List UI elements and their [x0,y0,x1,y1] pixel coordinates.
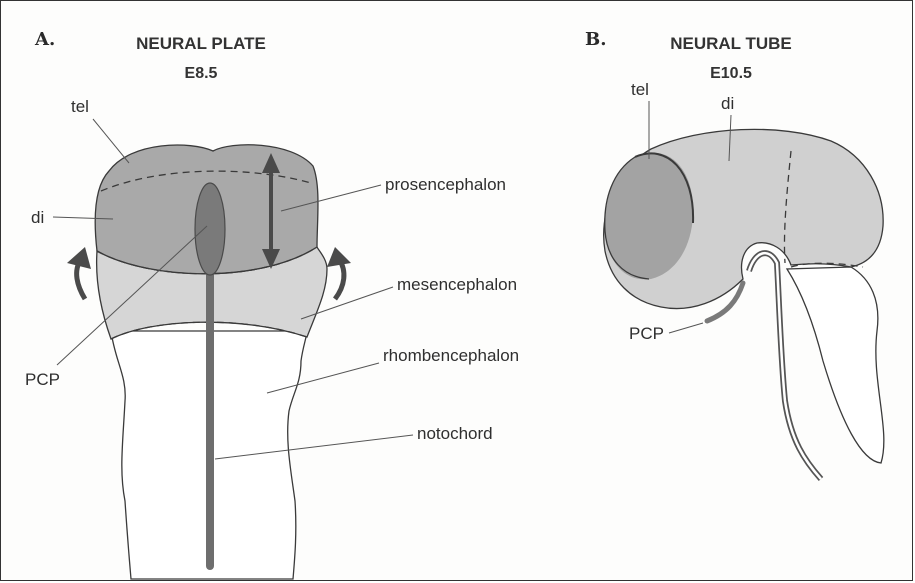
label-tel-a: tel [71,97,89,116]
panel-b: B. NEURAL TUBE E10.5 tel di PCP [585,29,884,479]
label-notochord: notochord [417,424,493,443]
right-fold-arrow-icon [327,247,351,299]
label-rhombencephalon: rhombencephalon [383,346,519,365]
panel-a: A. NEURAL PLATE E8.5 [25,29,519,579]
label-tel-b: tel [631,80,649,99]
panel-b-title: NEURAL TUBE [670,34,792,53]
panel-b-letter: B. [585,29,606,50]
label-pcp-a: PCP [25,370,60,389]
panel-a-stage: E8.5 [185,65,218,82]
label-pcp-b: PCP [629,324,664,343]
pcp-ellipse [195,183,225,275]
panel-b-stage: E10.5 [710,65,752,82]
panel-a-title: NEURAL PLATE [136,34,266,53]
label-di-a: di [31,208,44,227]
left-fold-arrow-icon [67,247,91,299]
neural-tube-body [787,267,884,463]
label-prosencephalon: prosencephalon [385,175,506,194]
label-mesencephalon: mesencephalon [397,275,517,294]
panel-a-letter: A. [34,29,55,50]
label-di-b: di [721,94,734,113]
